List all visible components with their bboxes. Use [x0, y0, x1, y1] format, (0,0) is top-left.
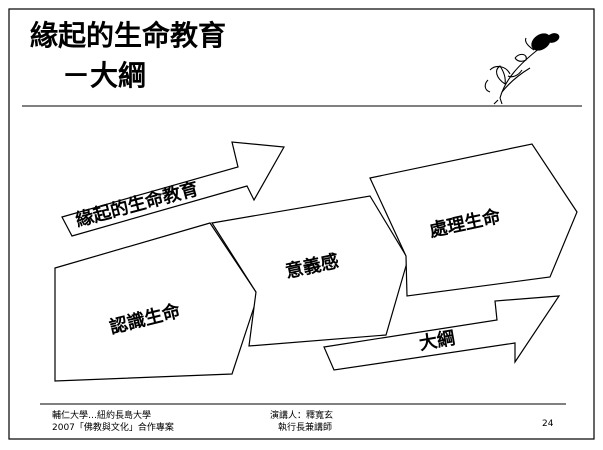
arrow-top: [61, 141, 285, 237]
footer-left-line-2: 2007「佛教與文化」合作專案: [52, 423, 174, 433]
arrow-bottom: [323, 295, 561, 371]
slide-border: [8, 8, 595, 440]
footer-left-line-1: 輔仁大學…紐約長島大學: [52, 411, 152, 421]
title-line-1: 緣起的生命教育: [30, 19, 227, 52]
footer-center-line-1: 演講人：釋寬玄: [270, 411, 334, 421]
page-number: 24: [542, 419, 554, 429]
pentagon-left: [54, 222, 259, 382]
pentagon-middle: [211, 195, 409, 347]
rose-sketch-icon: [484, 33, 560, 105]
pentagon-right: [369, 143, 578, 297]
title-line-2: －大綱: [62, 59, 147, 92]
footer-center-line-2: 執行長兼講師: [278, 423, 333, 433]
